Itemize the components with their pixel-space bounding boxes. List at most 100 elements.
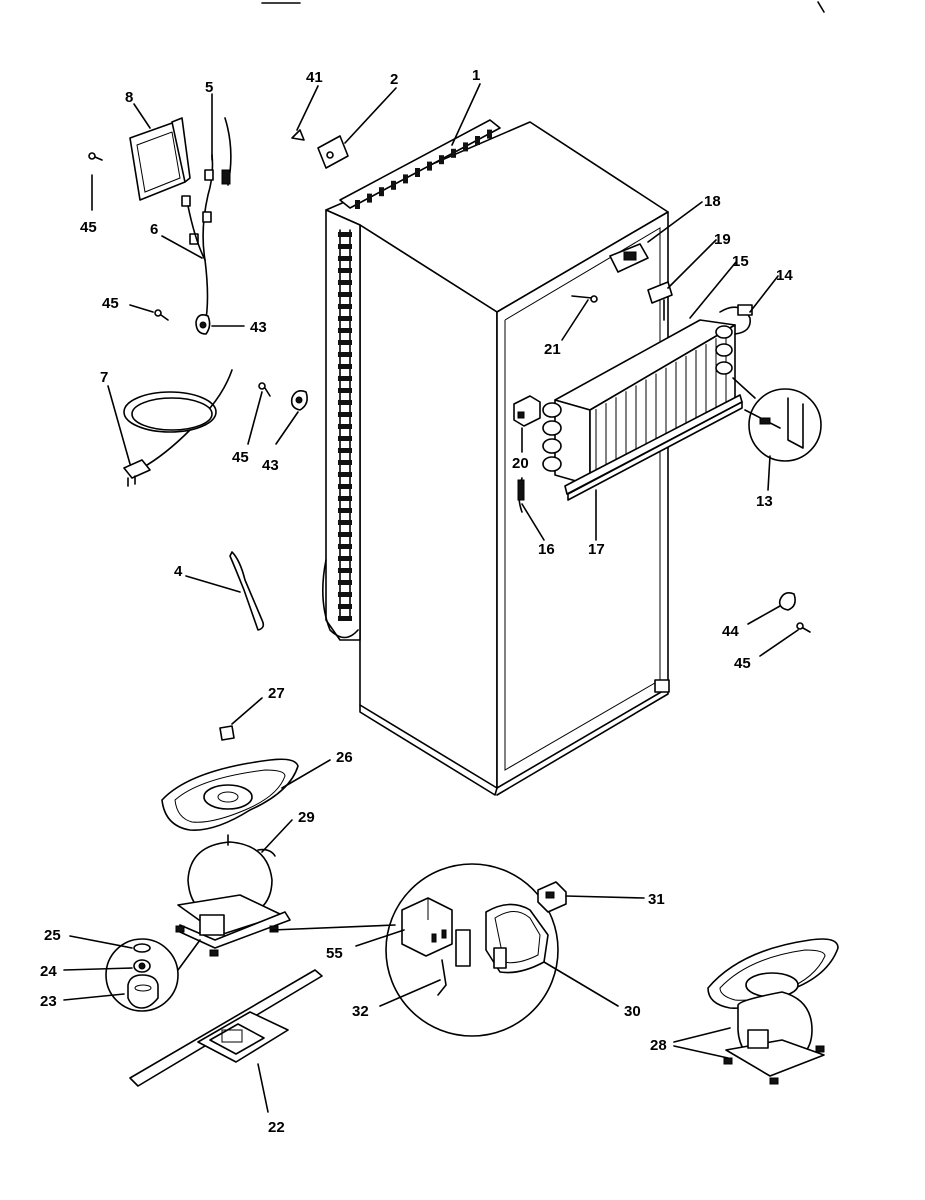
coil-rung [391, 180, 396, 190]
callout-31: 31 [648, 891, 665, 908]
coil-rung [338, 520, 352, 525]
callout-22: 22 [268, 1119, 285, 1136]
top-edge-remnant [261, 1, 825, 13]
evaporator-coil-loops [542, 325, 733, 472]
coil-rung [338, 580, 352, 585]
callout-18: 18 [704, 193, 721, 210]
callout-2: 2 [390, 71, 398, 88]
callout-45-top: 45 [80, 219, 97, 236]
coil-rung [338, 388, 352, 393]
coil-rung [427, 161, 432, 171]
callout-6: 6 [150, 221, 158, 238]
callout-21: 21 [544, 341, 561, 358]
callout-14: 14 [776, 267, 793, 284]
coil-rung [379, 187, 384, 197]
callout-43-upper: 43 [250, 319, 267, 336]
callout-24: 24 [40, 963, 57, 980]
coil-rung [439, 155, 444, 165]
defrost-terminator-detail [732, 377, 822, 462]
coil-rung [338, 556, 352, 561]
clip-43-upper [195, 314, 211, 335]
timer-bracket [647, 281, 673, 321]
coil-rung [338, 328, 352, 333]
callout-labels: 1 2 41 5 8 45 6 45 43 7 45 43 4 27 26 29… [40, 67, 793, 1136]
coil-rung [338, 304, 352, 309]
compressor-29 [175, 834, 291, 957]
coil-rung [415, 168, 420, 177]
coil-rung [338, 352, 352, 357]
screw-45-mid [154, 309, 169, 321]
relay-block-20 [513, 395, 541, 427]
screw-45-power [258, 382, 271, 397]
callout-43-lower: 43 [262, 457, 279, 474]
coil-rung [338, 244, 352, 249]
plug-27 [219, 725, 235, 741]
callout-44: 44 [722, 623, 739, 640]
callout-7: 7 [100, 369, 108, 386]
coil-rung [338, 400, 352, 405]
access-panel-8 [129, 117, 191, 201]
coil-rung [338, 292, 352, 297]
power-cord-7 [123, 369, 233, 487]
callout-45-power: 45 [232, 449, 249, 466]
coil-rung [338, 592, 352, 597]
callout-45-mid: 45 [102, 295, 119, 312]
coil-rung [338, 544, 352, 549]
grommet-44 [778, 592, 796, 611]
coil-rung [338, 448, 352, 453]
leader-lines [63, 83, 799, 1113]
screw-45-right [796, 622, 811, 633]
clip-43-lower [290, 390, 308, 411]
coil-rung [338, 436, 352, 441]
drain-pan-26 [161, 758, 299, 831]
coil-rung [338, 316, 352, 321]
callout-8: 8 [125, 89, 133, 106]
side-condenser-coil [322, 119, 501, 641]
coil-rung [338, 364, 352, 369]
coil-rung [338, 376, 352, 381]
callout-30: 30 [624, 1003, 641, 1020]
compressor-base-22 [129, 969, 323, 1087]
callout-41: 41 [306, 69, 323, 86]
callout-16: 16 [538, 541, 555, 558]
coil-rung [338, 340, 352, 345]
coil-rung [338, 472, 352, 477]
compressor-28 [707, 938, 839, 1085]
callout-23: 23 [40, 993, 57, 1010]
callout-45-right: 45 [734, 655, 751, 672]
callout-4: 4 [174, 563, 183, 580]
callout-32: 32 [352, 1003, 369, 1020]
callout-25: 25 [44, 927, 61, 944]
bracket-2 [317, 135, 349, 169]
callout-19: 19 [714, 231, 731, 248]
callout-13: 13 [756, 493, 773, 510]
coil-rung [338, 604, 352, 609]
screw-45-top [88, 152, 103, 161]
callout-27: 27 [268, 685, 285, 702]
callout-20: 20 [512, 455, 529, 472]
harness-16 [517, 477, 525, 513]
defrost-timer [609, 243, 649, 273]
coil-rung [475, 136, 480, 145]
coil-rung [355, 200, 360, 209]
start-relay-detail [271, 863, 567, 1037]
coil-rung [338, 484, 352, 489]
callout-17: 17 [588, 541, 605, 558]
callout-28: 28 [650, 1037, 667, 1054]
mount-detail-circle [105, 938, 201, 1012]
callout-26: 26 [336, 749, 353, 766]
coil-rung [338, 496, 352, 501]
coil-rung [338, 280, 352, 285]
coil-rung [338, 508, 352, 513]
coil-rung [338, 232, 352, 237]
coil-rung [487, 129, 492, 139]
strap-4 [229, 551, 265, 631]
coil-rung [338, 412, 352, 417]
callout-55: 55 [326, 945, 343, 962]
coil-rung [338, 616, 352, 621]
wire-harness-5-6 [181, 117, 232, 326]
coil-rung [338, 424, 352, 429]
coil-rung [338, 460, 352, 465]
coil-rung [338, 256, 352, 261]
